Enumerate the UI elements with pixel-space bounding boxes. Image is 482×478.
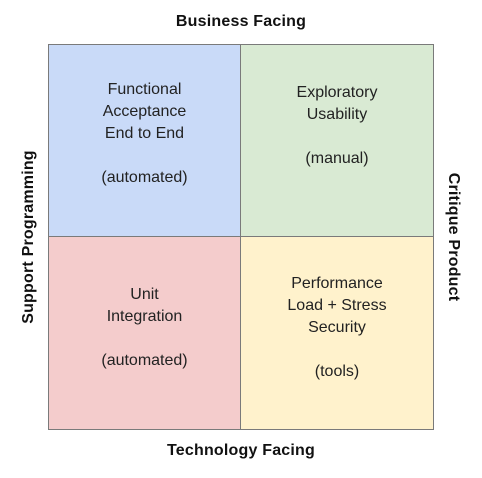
quadrant-line: Functional bbox=[107, 80, 182, 98]
axis-label-business-facing: Business Facing bbox=[175, 13, 307, 30]
quadrant-line: Integration bbox=[106, 308, 183, 325]
quadrant-note: (automated) bbox=[101, 168, 188, 186]
quadrant-line: Performance bbox=[291, 275, 383, 292]
quadrant-line: Acceptance bbox=[102, 102, 187, 120]
quadrant-grid: Functional Acceptance End to End (automa… bbox=[48, 44, 434, 430]
quadrant-line: Unit bbox=[130, 286, 159, 303]
quadrant-bottom-left: Unit Integration (automated) bbox=[49, 237, 241, 429]
quadrant-note: (tools) bbox=[314, 363, 360, 380]
quadrant-line: End to End bbox=[104, 124, 185, 142]
axis-label-support-programming: Support Programming bbox=[20, 150, 37, 324]
quadrant-note: (manual) bbox=[305, 149, 369, 167]
quadrant-top-left: Functional Acceptance End to End (automa… bbox=[49, 45, 241, 237]
quadrant-note: (automated) bbox=[101, 352, 188, 369]
axis-label-critique-product: Critique Product bbox=[445, 172, 462, 302]
quadrant-line: Usability bbox=[306, 105, 368, 123]
quadrant-line: Load + Stress bbox=[287, 297, 387, 314]
quadrant-bottom-right: Performance Load + Stress Security (tool… bbox=[241, 237, 433, 429]
quadrant-line: Exploratory bbox=[296, 83, 378, 101]
quadrant-line: Security bbox=[308, 319, 366, 336]
axis-label-technology-facing: Technology Facing bbox=[166, 442, 315, 459]
quadrant-top-right: Exploratory Usability (manual) bbox=[241, 45, 433, 237]
